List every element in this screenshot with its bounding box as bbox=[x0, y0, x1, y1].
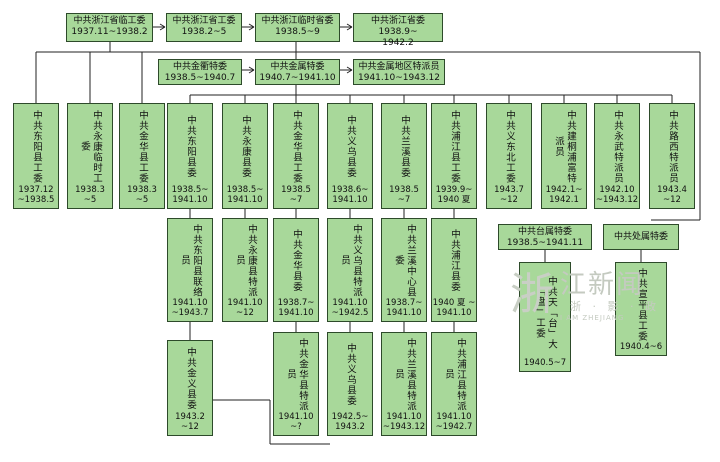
org-box-top: 中共浙江省委 1938.9~1942.2 bbox=[353, 13, 443, 48]
org-box-right: 中共处属特委 bbox=[603, 224, 679, 250]
